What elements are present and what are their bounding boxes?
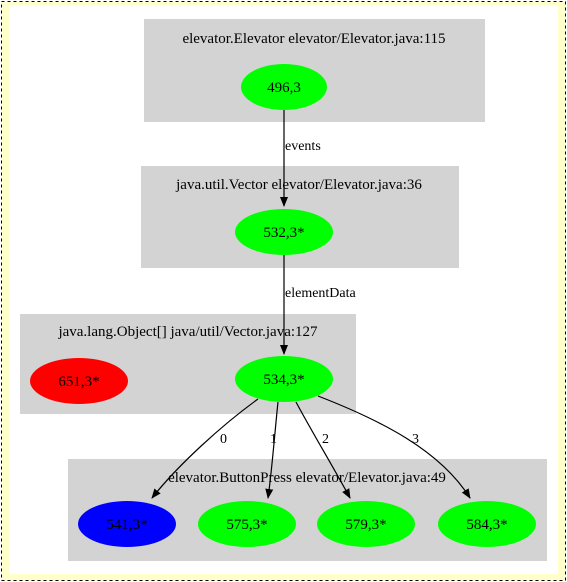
node-label: 579,3* xyxy=(345,517,386,533)
edge-3 xyxy=(317,395,471,499)
edge-1 xyxy=(265,401,279,499)
node-label: 496,3 xyxy=(267,80,301,96)
node-label: 532,3* xyxy=(263,225,304,241)
node-label: 541,3* xyxy=(106,517,147,533)
node-label: 584,3* xyxy=(466,517,507,533)
node-584[interactable]: 584,3* xyxy=(438,501,536,547)
cluster-elevator: elevator.Elevator elevator/Elevator.java… xyxy=(144,19,485,122)
edge-label: 1 xyxy=(270,432,277,447)
node-575[interactable]: 575,3* xyxy=(198,501,296,547)
node-ellipse[interactable] xyxy=(235,356,333,402)
edge-label: elementData xyxy=(285,286,357,301)
node-ellipse[interactable] xyxy=(78,501,176,547)
node-ellipse[interactable] xyxy=(317,501,415,547)
node-534[interactable]: 534,3* xyxy=(235,356,333,402)
edges: events elementData 0 1 2 3 xyxy=(151,110,471,499)
node-651[interactable]: 651,3* xyxy=(30,358,128,404)
cluster-label: elevator.ButtonPress elevator/Elevator.j… xyxy=(168,470,446,486)
edge-2 xyxy=(295,401,351,499)
node-ellipse[interactable] xyxy=(241,64,327,110)
cluster-label: elevator.Elevator elevator/Elevator.java… xyxy=(182,31,445,47)
node-label: 575,3* xyxy=(226,517,267,533)
node-579[interactable]: 579,3* xyxy=(317,501,415,547)
edge-0 xyxy=(151,398,259,499)
node-496[interactable]: 496,3 xyxy=(241,64,327,110)
edge-label: 2 xyxy=(322,432,329,447)
cluster-label: java.util.Vector elevator/Elevator.java:… xyxy=(175,177,422,193)
node-532[interactable]: 532,3* xyxy=(235,209,333,255)
node-ellipse[interactable] xyxy=(30,358,128,404)
node-541[interactable]: 541,3* xyxy=(78,501,176,547)
nodes: 496,3 532,3* 651,3* 534,3* 541,3* 575,3* xyxy=(30,64,536,547)
node-ellipse[interactable] xyxy=(198,501,296,547)
edge-label: 0 xyxy=(220,432,227,447)
edge-label: 3 xyxy=(412,432,419,447)
node-label: 534,3* xyxy=(263,372,304,388)
cluster-label: java.lang.Object[] java/util/Vector.java… xyxy=(57,324,318,340)
node-ellipse[interactable] xyxy=(235,209,333,255)
edge-label: events xyxy=(285,139,321,154)
node-label: 651,3* xyxy=(58,374,99,390)
cluster-box xyxy=(144,19,485,122)
node-ellipse[interactable] xyxy=(438,501,536,547)
